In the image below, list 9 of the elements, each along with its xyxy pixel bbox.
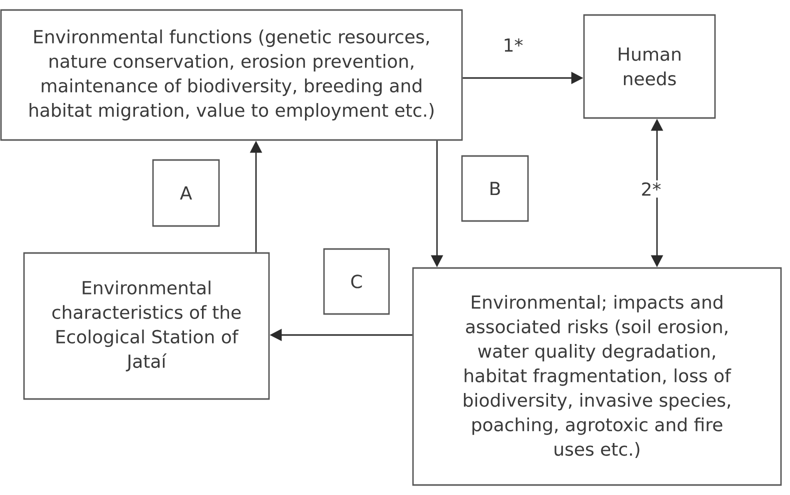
letter-box: B [461, 155, 529, 222]
text-box: Environmental characteristics of the Ecological Station of Jataí [23, 252, 270, 400]
text-box: Environmental functions (genetic resources, nature conservation, erosion prevention, maintenance of biodiversity, breeding and habitat migration, value to employment etc.) [0, 9, 463, 141]
text-box: Environmental; impacts and associated risks (soil erosion, water quality degradation, habitat fragmentation, loss of biodiversity, invasive species, poaching, agrotoxic and fire uses etc.) [412, 267, 782, 486]
letter-box: A [152, 159, 220, 227]
edge-label: 2* [638, 180, 664, 198]
edge-label: 1* [500, 36, 526, 54]
letter-box: C [323, 248, 390, 315]
text-box: Human needs [583, 14, 716, 119]
